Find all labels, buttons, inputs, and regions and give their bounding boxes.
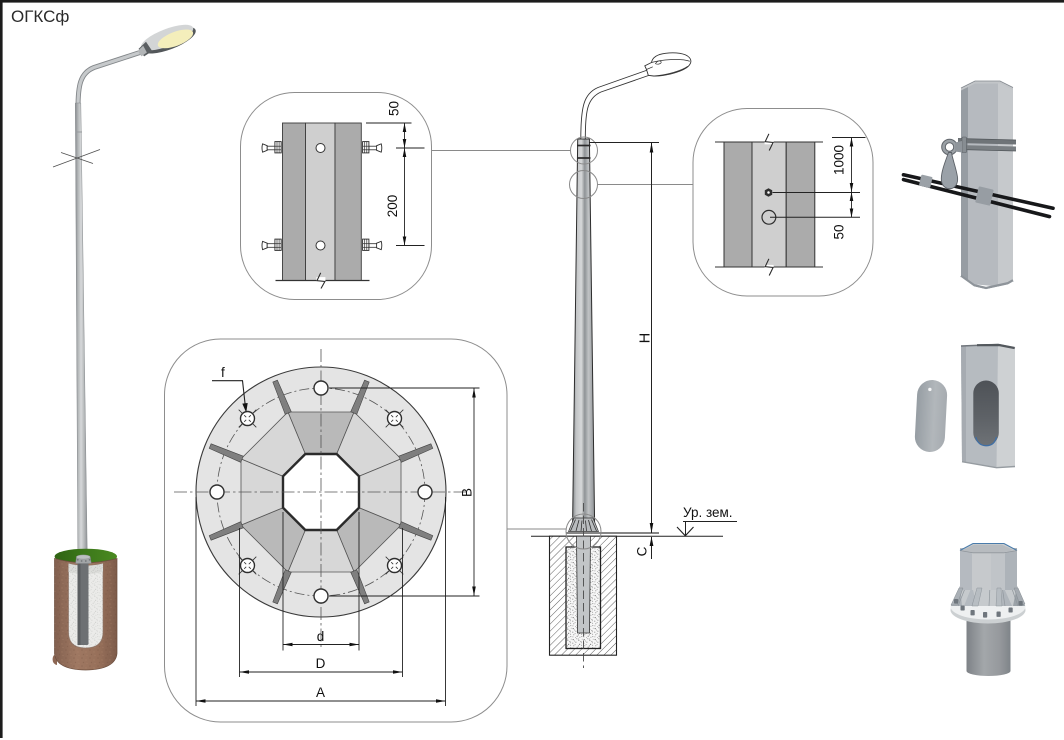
svg-text:B: B xyxy=(460,488,475,497)
svg-text:H: H xyxy=(638,333,654,343)
svg-text:200: 200 xyxy=(385,195,400,218)
svg-text:f: f xyxy=(221,365,225,380)
svg-text:C: C xyxy=(635,546,650,556)
svg-text:1000: 1000 xyxy=(832,145,847,175)
svg-text:d: d xyxy=(317,629,325,644)
svg-text:A: A xyxy=(316,685,325,700)
svg-text:Ур. зем.: Ур. зем. xyxy=(683,505,733,520)
svg-text:50: 50 xyxy=(832,224,847,239)
svg-text:ОГКСф: ОГКСф xyxy=(11,7,69,26)
svg-text:D: D xyxy=(316,656,326,671)
svg-text:50: 50 xyxy=(387,101,402,116)
